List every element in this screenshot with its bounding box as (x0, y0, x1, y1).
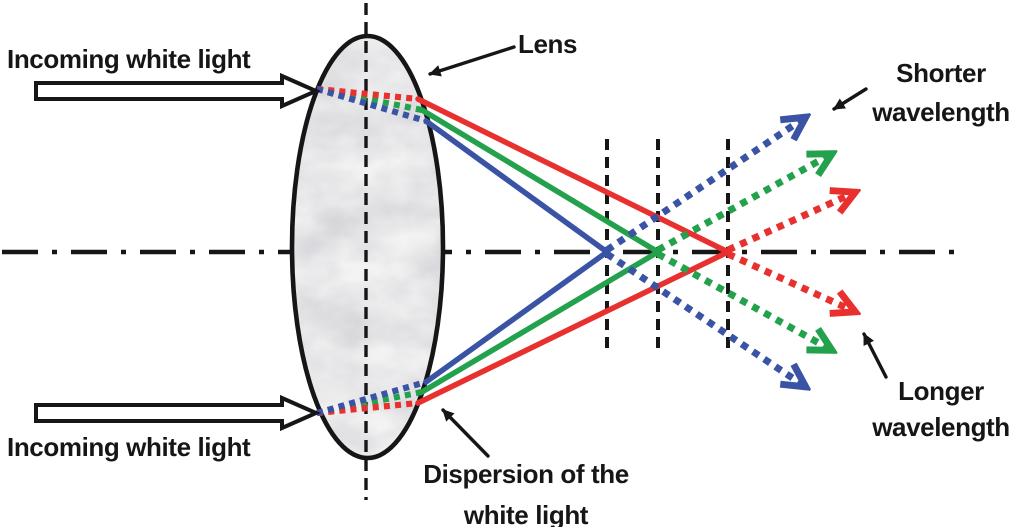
label-dispersion: Dispersion of the white light (398, 454, 654, 527)
red-ray-bottom-solid (415, 249, 731, 406)
label-longer-wavelength-line1: Longer (898, 376, 984, 406)
dispersed-rays-in-lens-bottom (316, 379, 427, 417)
converging-rays-top (415, 96, 731, 255)
label-incoming-white-light-top: Incoming white light (7, 44, 251, 74)
label-longer-wavelength-line2: wavelength (872, 412, 1010, 442)
annotation-arrows (428, 45, 888, 458)
longer-wavelength-pointer-arrow-icon (862, 332, 888, 379)
blue-ray-in-lens-bottom (316, 379, 427, 416)
label-longer-wavelength: Longer wavelength (855, 373, 1024, 445)
label-shorter-wavelength-line1: Shorter (896, 58, 986, 88)
green-ray-top-solid (419, 107, 661, 255)
label-dispersion-line1: Dispersion of the (423, 459, 629, 489)
dispersed-rays-in-lens-top (316, 85, 427, 124)
red-ray-top-solid (415, 96, 731, 255)
blue-diverging-ray-down (605, 251, 800, 383)
lens (289, 33, 446, 461)
blue-ray-bottom-solid (423, 249, 610, 385)
green-ray-bottom-solid (419, 249, 661, 395)
green-diverging-ray-down (656, 250, 826, 347)
label-lens: Lens (518, 29, 578, 59)
blue-ray-in-lens-top (316, 86, 427, 124)
green-diverging-ray-up (656, 157, 826, 254)
red-diverging-ray-down (726, 250, 849, 309)
label-dispersion-line2: white light (463, 500, 589, 527)
red-ray-in-lens-top (316, 85, 419, 103)
incoming-light-arrow-bottom (34, 394, 321, 432)
lens-pointer-arrow-icon (428, 45, 516, 77)
blue-diverging-ray-up (605, 121, 800, 253)
shorter-wavelength-pointer-arrow-icon (832, 87, 868, 111)
blue-ray-top-solid (423, 118, 610, 255)
dispersion-pointer-arrow-icon (441, 408, 490, 458)
lens-outline (289, 33, 446, 461)
label-shorter-wavelength-line2: wavelength (872, 97, 1010, 127)
incoming-light-arrow-top (34, 72, 321, 110)
red-diverging-ray-up (726, 195, 849, 254)
label-shorter-wavelength: Shorter wavelength (855, 54, 1024, 132)
converging-rays-bottom (415, 249, 731, 406)
diverging-rays (605, 121, 849, 383)
label-incoming-white-light-bottom: Incoming white light (7, 432, 251, 462)
